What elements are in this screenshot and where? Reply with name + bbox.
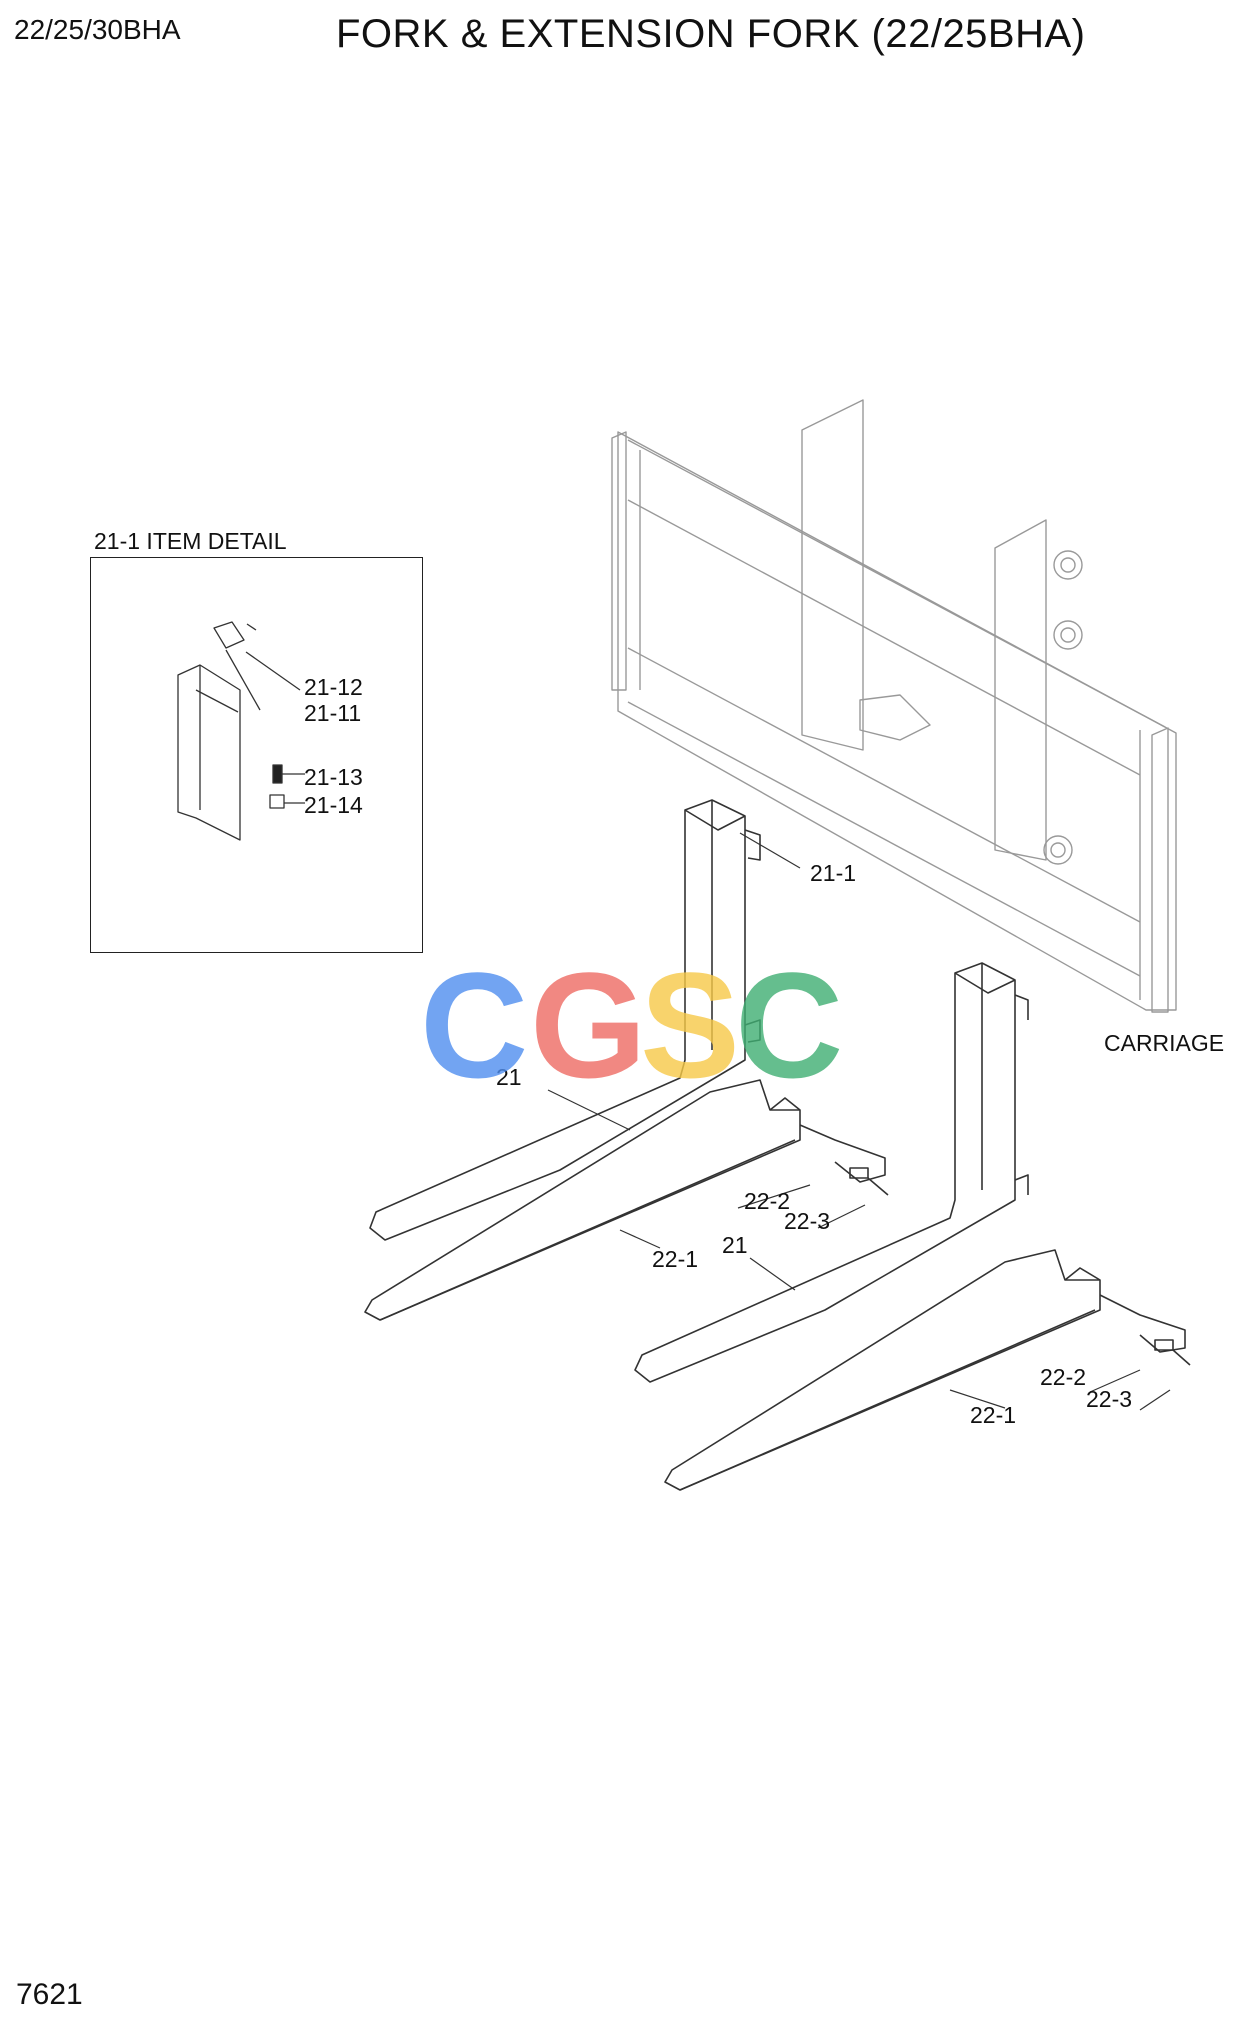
detail-box-title: 21-1 ITEM DETAIL	[94, 528, 287, 554]
extension-fork-22-1-right	[664, 1249, 1191, 1491]
page-title: FORK & EXTENSION FORK (22/25BHA)	[336, 12, 1086, 56]
callout-21-11: 21-11	[304, 700, 362, 726]
watermark-letter-c2: C	[735, 941, 844, 1109]
callout-22-1-right: 22-1	[970, 1402, 1017, 1428]
callout-22-3-right: 22-3	[1086, 1386, 1133, 1412]
item-detail-drawing	[177, 621, 305, 841]
item-detail-box	[90, 557, 423, 953]
callout-21-left: 21	[496, 1064, 522, 1090]
extension-fork-22-1-left	[364, 1079, 889, 1321]
carriage-drawing	[611, 399, 1177, 1013]
callout-21-12: 21-12	[304, 674, 363, 700]
callout-carriage: CARRIAGE	[1104, 1030, 1225, 1056]
model-code: 22/25/30BHA	[14, 14, 181, 45]
callout-21-right: 21	[722, 1232, 748, 1258]
callout-21-1: 21-1	[810, 860, 857, 886]
callout-22-2-right: 22-2	[1040, 1364, 1087, 1390]
callout-21-14: 21-14	[304, 792, 363, 818]
fork-21-right	[634, 962, 1029, 1383]
watermark-letter-g: G	[530, 941, 647, 1109]
fork-21-left	[369, 799, 761, 1241]
watermark-letter-c1: C	[420, 941, 529, 1109]
watermark-letter-s: S	[640, 941, 741, 1109]
callout-22-1-left: 22-1	[652, 1246, 699, 1272]
leader-lines	[547, 832, 1171, 1411]
callout-22-3-left: 22-3	[784, 1208, 831, 1234]
page-number: 7621	[16, 1978, 83, 2011]
callout-22-2-left: 22-2	[744, 1188, 791, 1214]
callout-21-13: 21-13	[304, 764, 363, 790]
